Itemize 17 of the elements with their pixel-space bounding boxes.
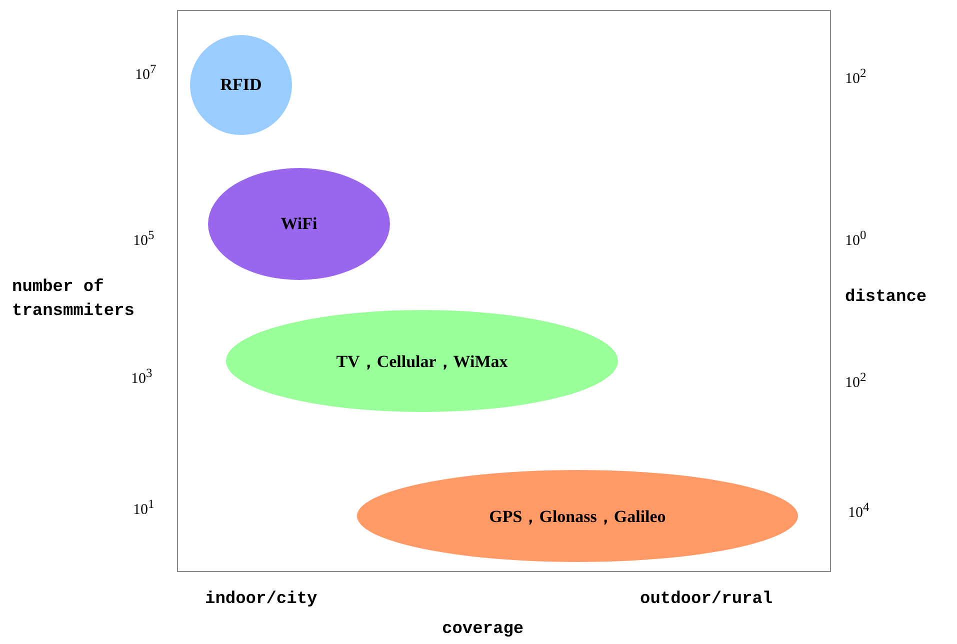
axis-label: indoor/city: [205, 590, 318, 609]
tick-label: 10$^{0}$: [845, 228, 866, 250]
tick-label: 10$^{2}$: [845, 370, 866, 392]
tick-label: 10$^{1}$: [133, 497, 154, 519]
tick-label: 10$^{7}$: [135, 62, 156, 84]
tick-label: 10$^{3}$: [131, 366, 152, 388]
ellipse-label: GPS，Glonass，Galileo: [489, 506, 666, 528]
axis-title: coverage: [442, 620, 524, 639]
tick-label: 10$^{2}$: [845, 66, 866, 88]
axis-title: distance: [845, 288, 927, 307]
axis-label: outdoor/rural: [640, 590, 773, 609]
tick-label: 10$^{4}$: [848, 500, 870, 522]
axis-title: number of transmmiters: [12, 277, 136, 323]
ellipse-label: RFID: [220, 75, 262, 95]
ellipse-label: WiFi: [280, 214, 318, 234]
tick-label: 10$^{5}$: [133, 228, 154, 250]
ellipse-label: TV，Cellular，WiMax: [336, 350, 508, 372]
